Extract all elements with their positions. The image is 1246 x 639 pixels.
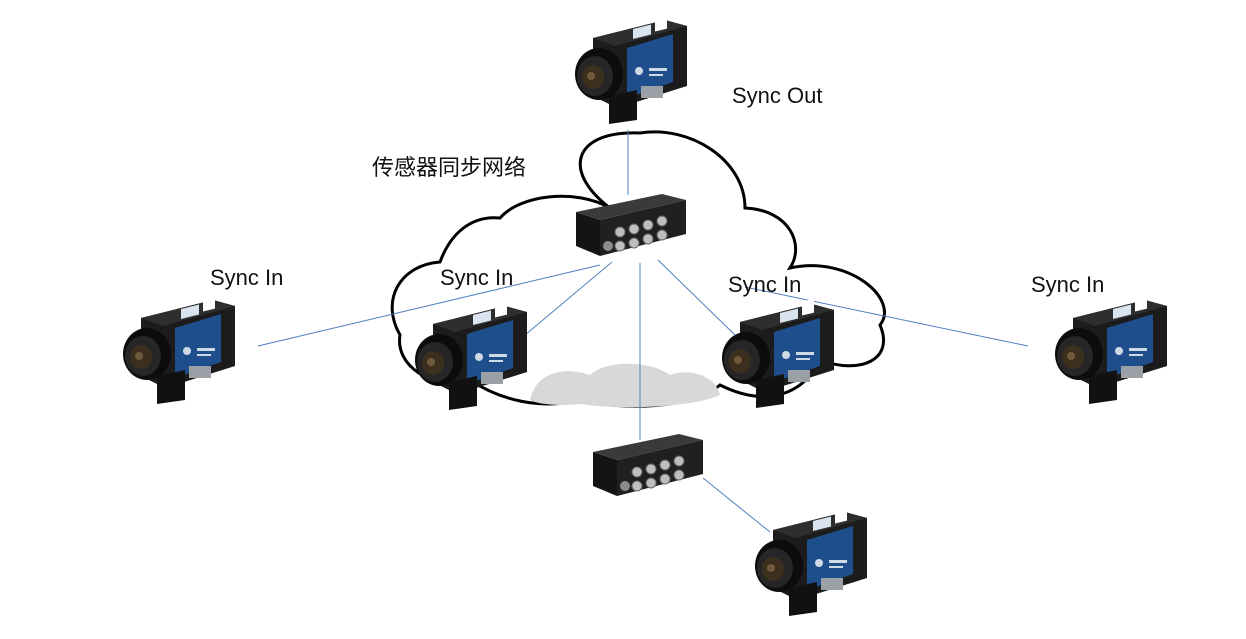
- link-right-near: [657, 259, 736, 336]
- sync-hub-icon: [592, 430, 704, 497]
- network-label: 传感器同步网络: [372, 155, 527, 180]
- camera-sensor-icon: [575, 16, 687, 125]
- link-left-far: [257, 264, 601, 347]
- link-right-far: [744, 286, 1029, 347]
- sensor-role-label: Sync In: [1031, 272, 1105, 297]
- sync-links: [257, 130, 1029, 533]
- sensor-role-label: Sync In: [210, 265, 284, 290]
- sensor-role-label: Sync In: [728, 272, 802, 297]
- camera-sensor-icon: [1055, 296, 1167, 404]
- camera-sensor-icon: [123, 296, 235, 404]
- sensor-role-label: Sync In: [440, 265, 514, 290]
- sensor-role-label: Sync Out: [732, 83, 823, 108]
- camera-sensor-icon: [755, 508, 867, 616]
- link-left-near: [524, 261, 613, 336]
- link-bottom: [702, 477, 771, 533]
